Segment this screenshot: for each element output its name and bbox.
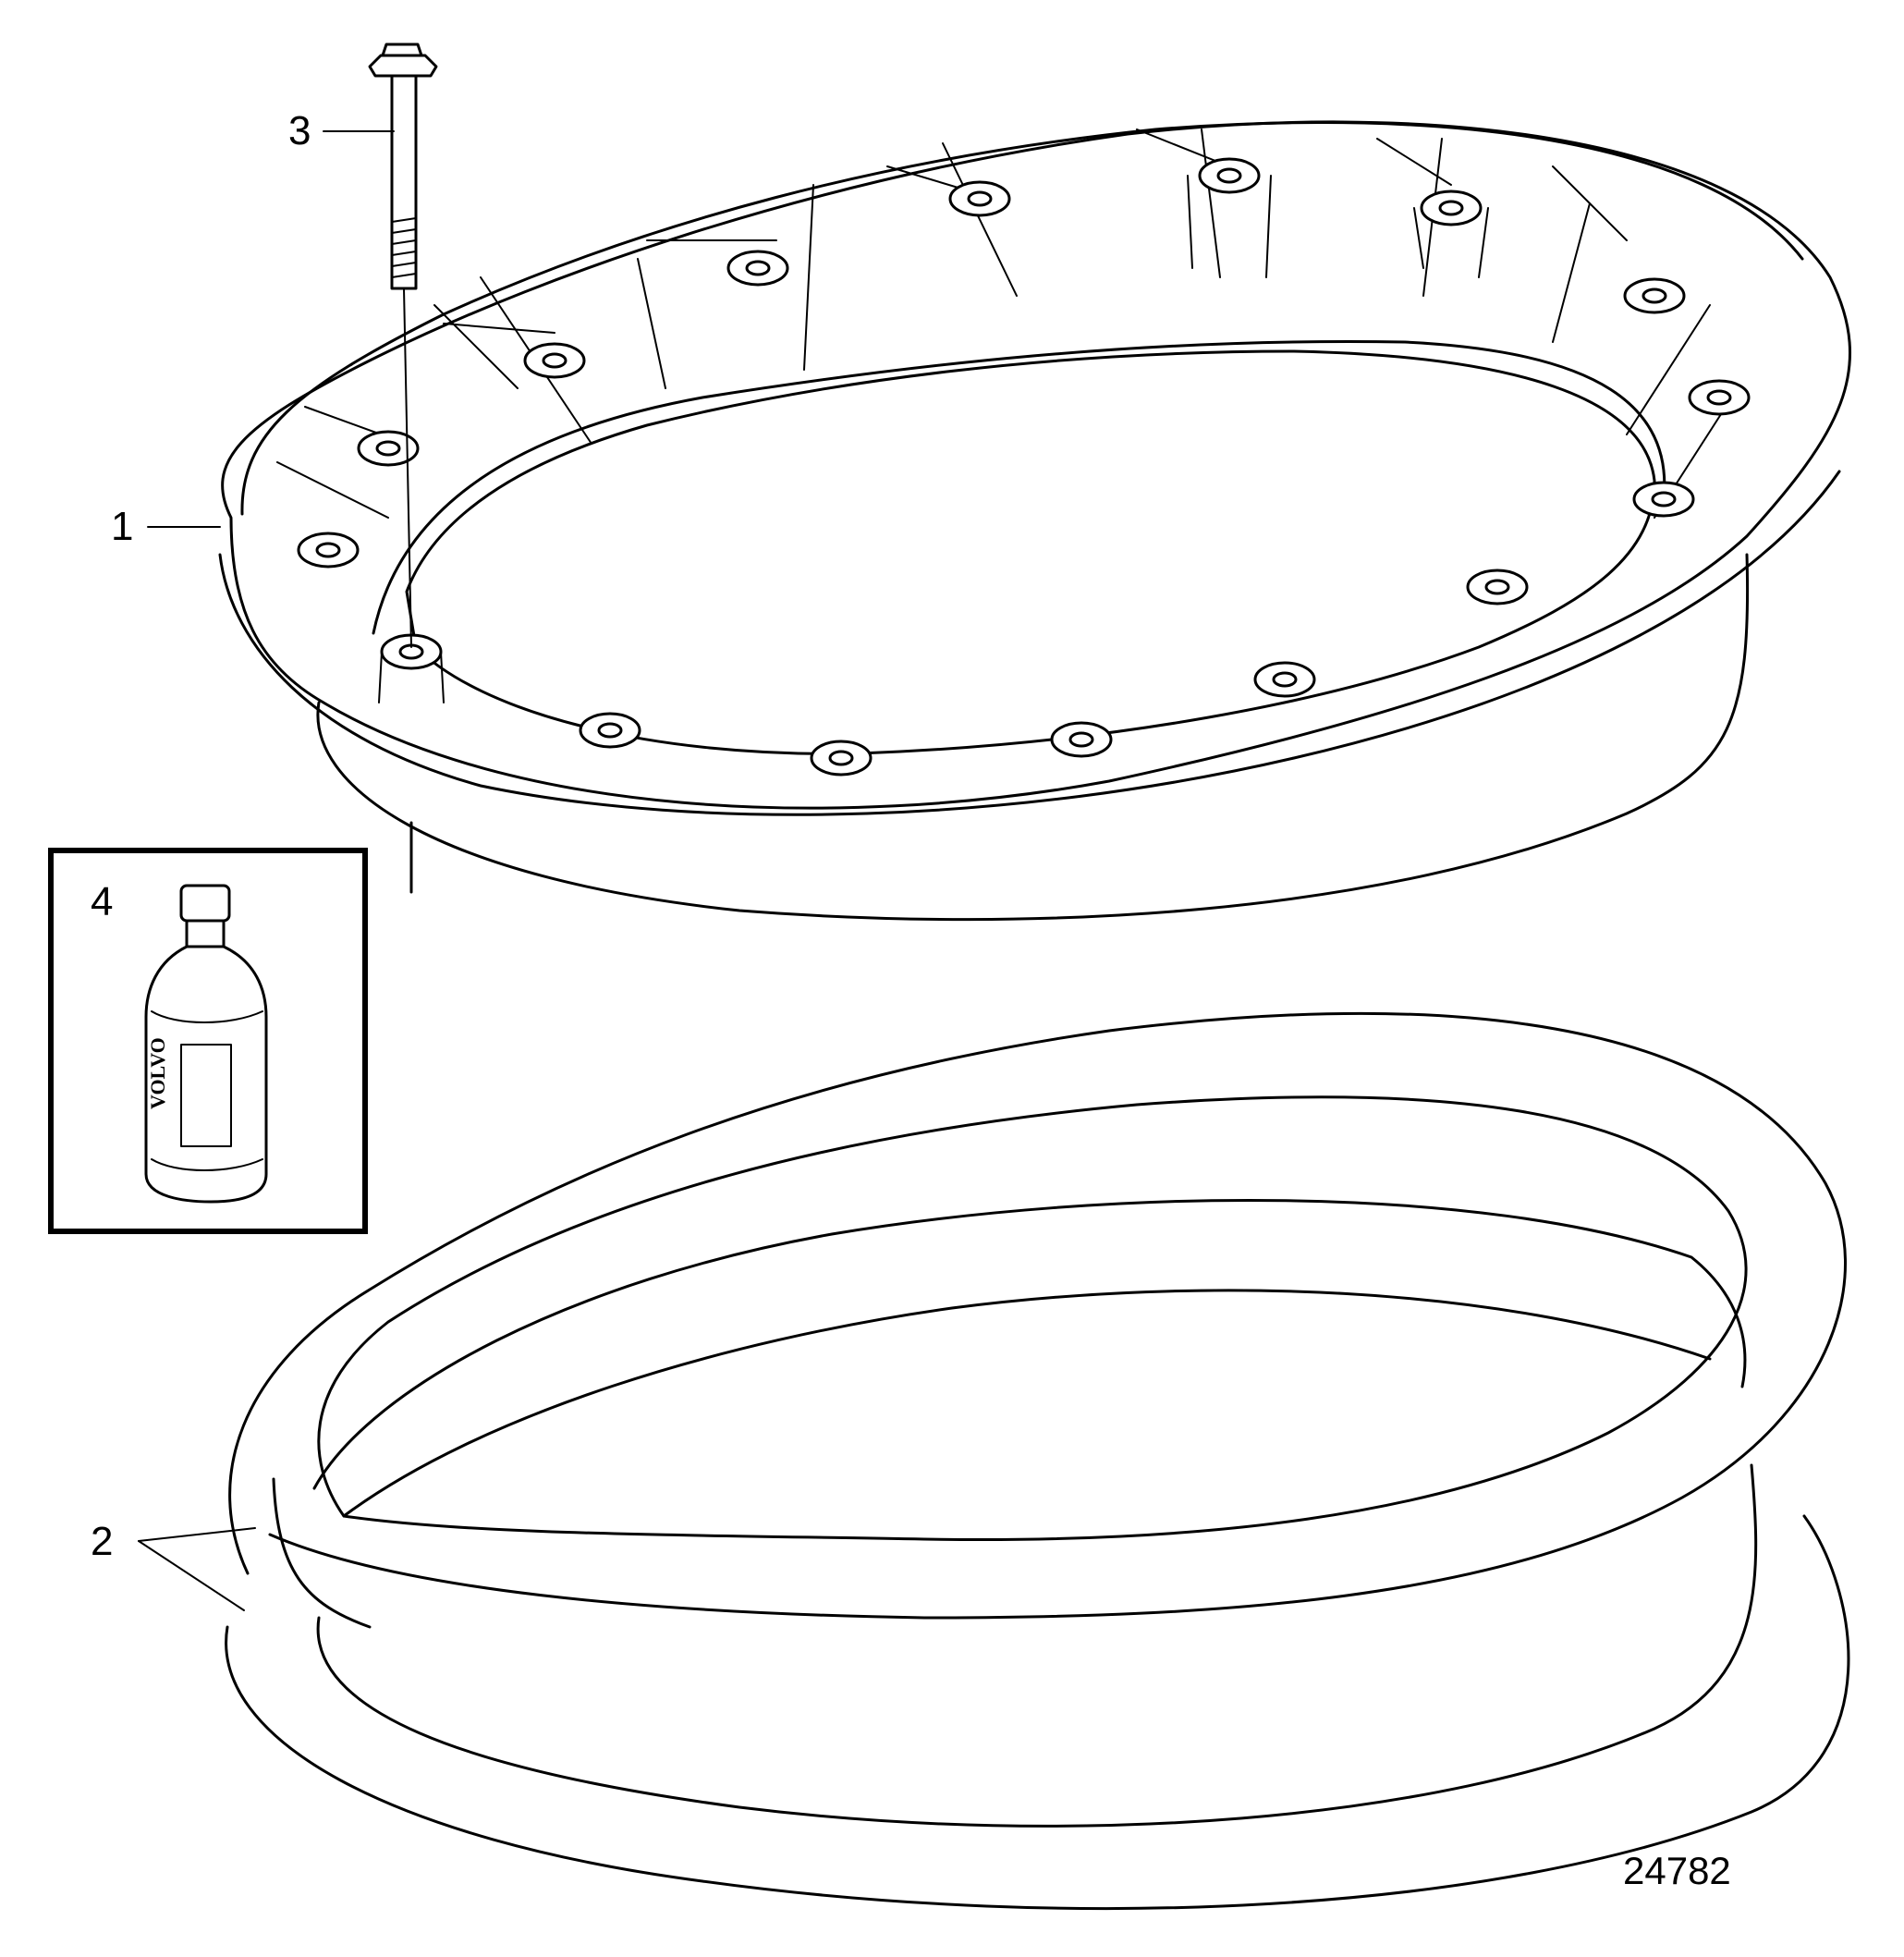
bolt: [368, 43, 438, 648]
oil-pan: [218, 120, 1851, 922]
callout-1: 1: [111, 504, 133, 549]
gasket: [225, 1011, 1850, 1911]
bottle-logo: VOLVO: [146, 1037, 169, 1109]
callouts: 3 1 4 2 24782: [91, 108, 1731, 1892]
callout-3: 3: [288, 108, 311, 153]
callout-2: 2: [91, 1519, 113, 1564]
figure-number: 24782: [1623, 1849, 1731, 1892]
callout-4: 4: [91, 879, 113, 924]
sealant-box: VOLVO: [48, 848, 368, 1234]
bolt-boss: [297, 157, 1751, 777]
sealant-bottle: VOLVO: [144, 884, 268, 1204]
